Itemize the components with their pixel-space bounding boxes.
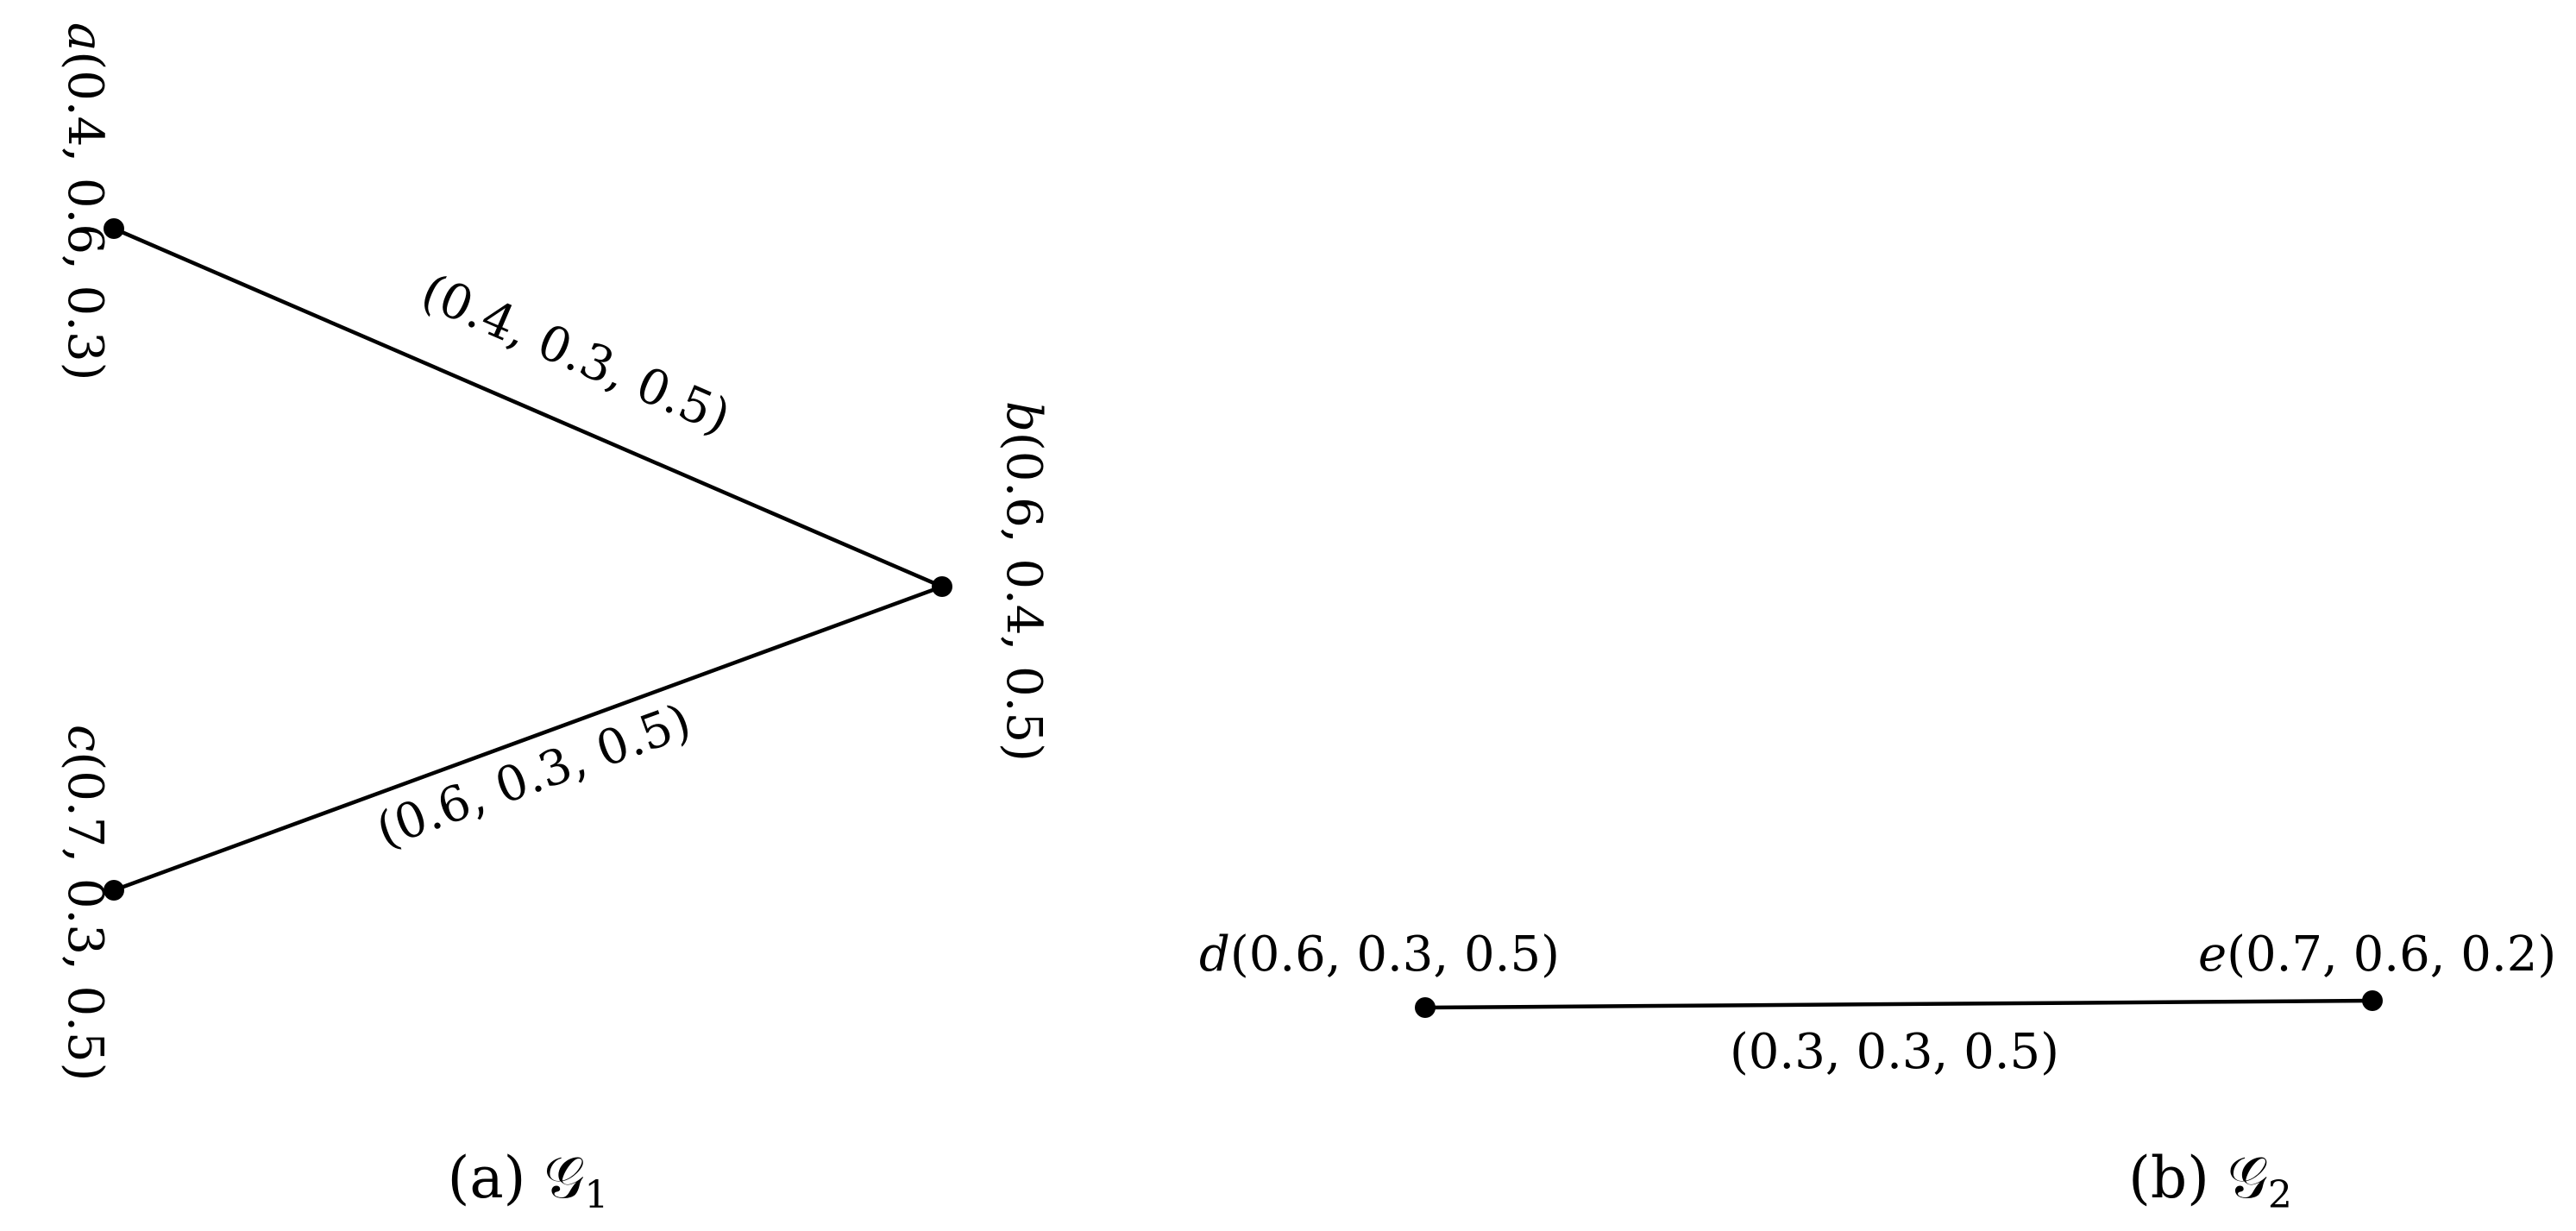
vertex-label-a: a(0.4, 0.6, 0.3) bbox=[57, 22, 113, 380]
caption-g2-symbol: 𝒢 bbox=[2227, 1145, 2268, 1211]
vertex-e bbox=[2362, 990, 2383, 1011]
vertex-label-c: c(0.7, 0.3, 0.5) bbox=[57, 725, 113, 1081]
vertex-values-a: (0.4, 0.6, 0.3) bbox=[57, 51, 113, 380]
edge-c-b bbox=[113, 584, 943, 893]
vertex-values-e: (0.7, 0.6, 0.2) bbox=[2227, 926, 2556, 983]
vertex-values-c: (0.7, 0.3, 0.5) bbox=[57, 751, 113, 1081]
edge-label-d-e: (0.3, 0.3, 0.5) bbox=[1730, 1024, 2059, 1080]
vertex-label-e: e(0.7, 0.6, 0.2) bbox=[2198, 926, 2556, 983]
caption-g1-prefix: (a) bbox=[448, 1145, 544, 1211]
vertex-name-d: d bbox=[1199, 926, 1230, 983]
vertex-b bbox=[932, 576, 952, 597]
vertex-values-b: (0.6, 0.4, 0.5) bbox=[996, 432, 1052, 762]
vertex-values-d: (0.6, 0.3, 0.5) bbox=[1230, 926, 1560, 983]
vertex-label-b: b(0.6, 0.4, 0.5) bbox=[996, 401, 1052, 762]
graph-g1: a(0.4, 0.6, 0.3) b(0.6, 0.4, 0.5) c(0.7,… bbox=[57, 22, 1052, 1217]
edge-label-a-b: (0.4, 0.3, 0.5) bbox=[413, 263, 738, 445]
graph-g2: d(0.6, 0.3, 0.5) e(0.7, 0.6, 0.2) (0.3, … bbox=[1199, 926, 2556, 1217]
caption-g1: (a) 𝒢1 bbox=[448, 1145, 609, 1217]
vertex-label-d: d(0.6, 0.3, 0.5) bbox=[1199, 926, 1560, 983]
caption-g1-symbol: 𝒢 bbox=[543, 1145, 584, 1211]
vertex-name-c: c bbox=[57, 725, 113, 751]
caption-g1-subscript: 1 bbox=[584, 1173, 608, 1217]
caption-g2-prefix: (b) bbox=[2128, 1145, 2227, 1211]
vertex-c bbox=[104, 880, 124, 901]
vertex-name-e: e bbox=[2198, 926, 2227, 983]
edge-label-c-b: (0.6, 0.3, 0.5) bbox=[369, 693, 698, 858]
edge-d-e bbox=[1424, 998, 2373, 1010]
caption-g2-subscript: 2 bbox=[2268, 1173, 2292, 1217]
caption-g2: (b) 𝒢2 bbox=[2128, 1145, 2292, 1217]
edge-a-b bbox=[113, 226, 943, 589]
vertex-name-b: b bbox=[996, 401, 1052, 432]
vertex-a bbox=[104, 218, 124, 239]
vertex-d bbox=[1415, 997, 1436, 1018]
vertex-name-a: a bbox=[57, 22, 113, 51]
